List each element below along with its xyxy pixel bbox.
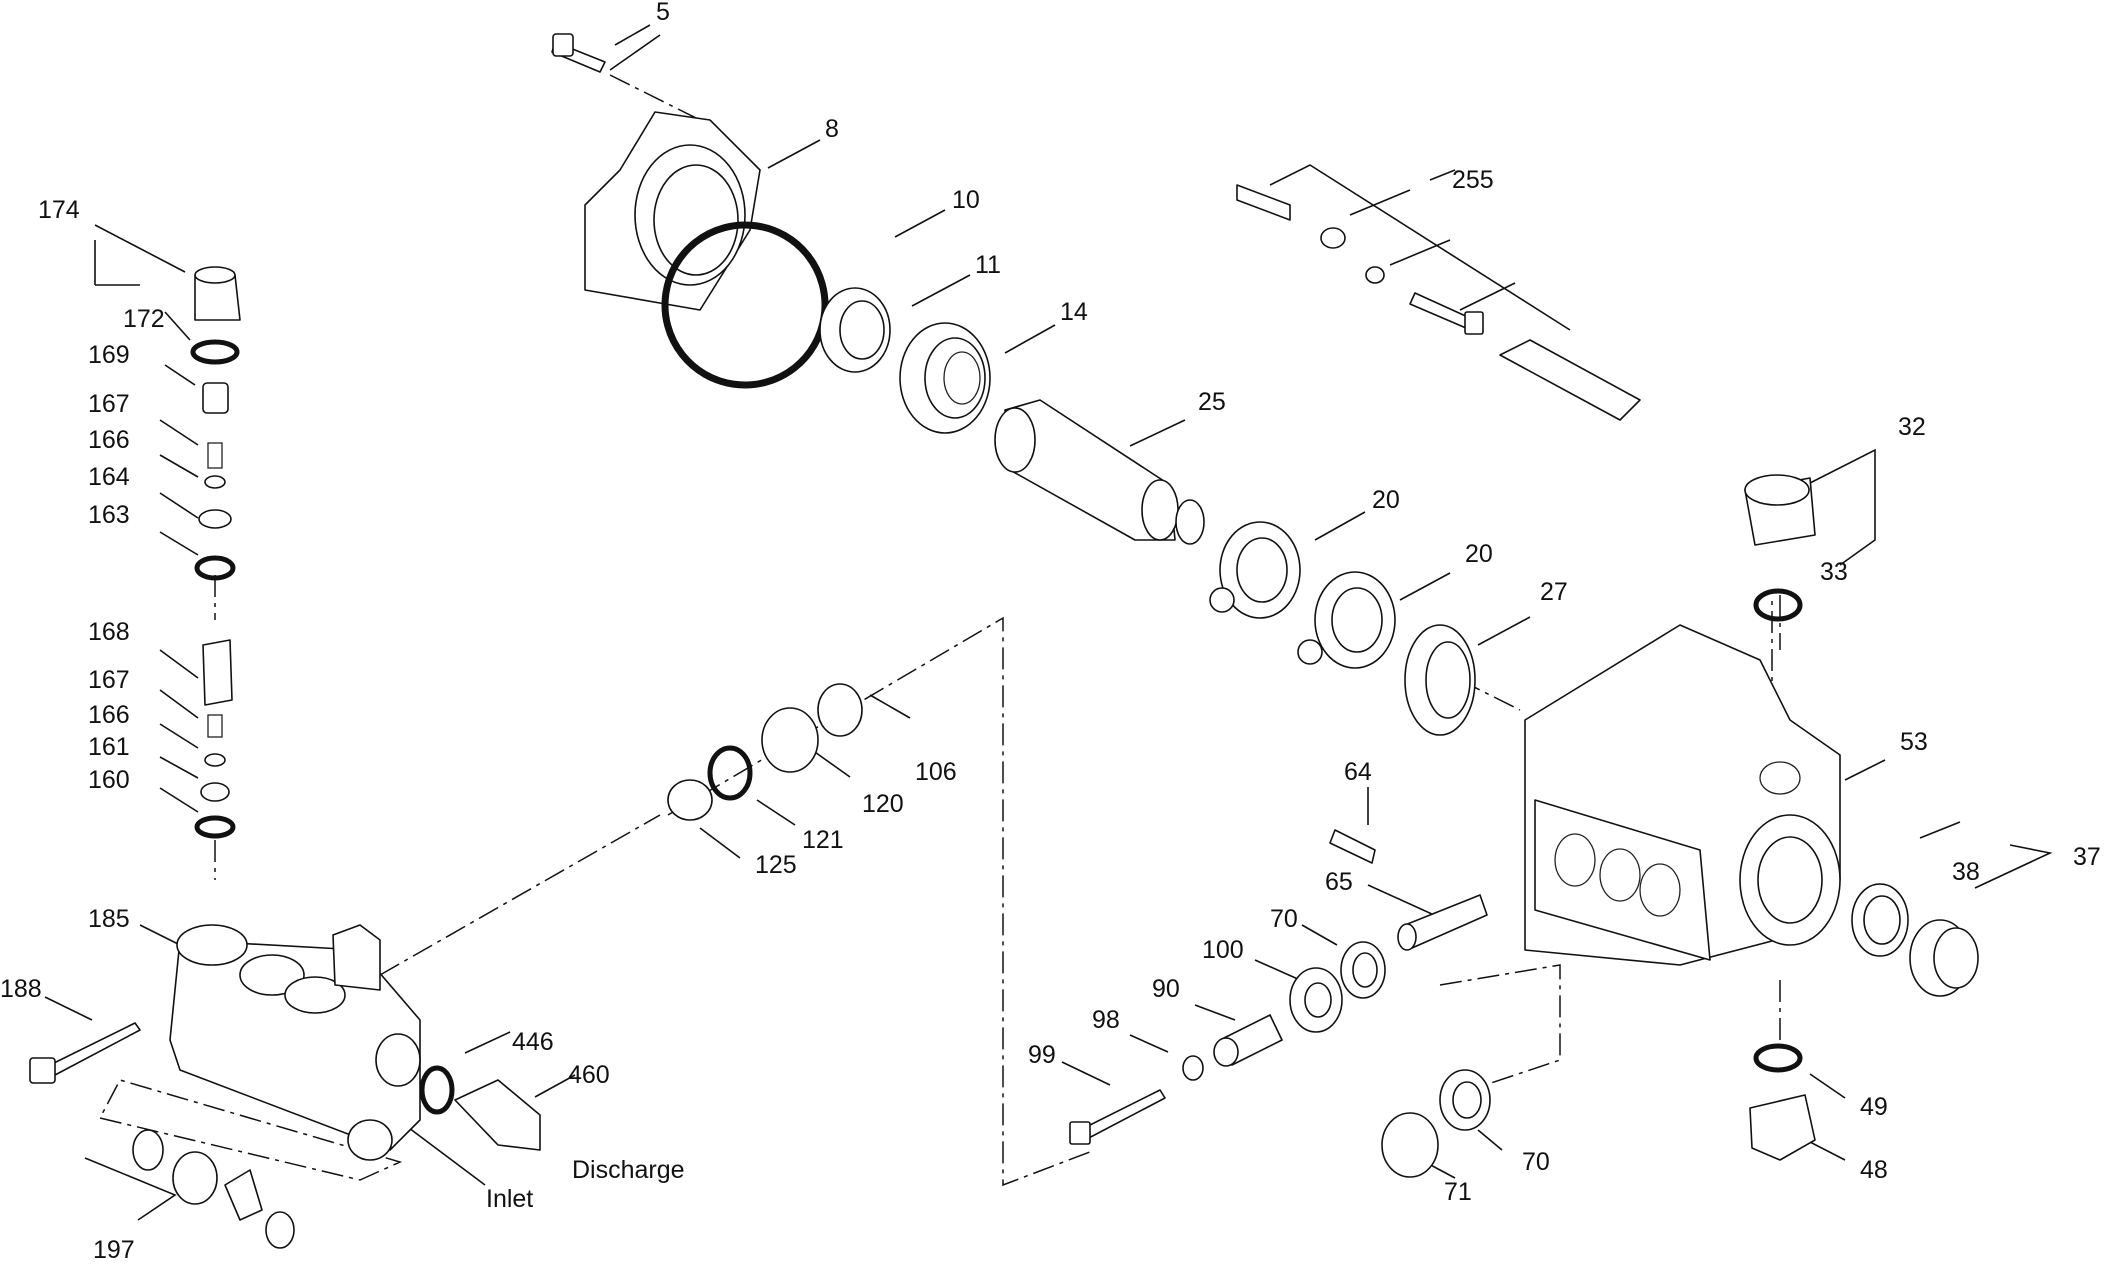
callout-27: 27 <box>1540 578 1568 606</box>
callout-64: 64 <box>1344 758 1372 786</box>
valve-stack <box>190 266 241 839</box>
discharge-label: Discharge <box>572 1156 685 1184</box>
leader-lines <box>44 24 2053 1221</box>
callout-20a: 20 <box>1372 486 1400 514</box>
seal-70b <box>1439 1069 1491 1131</box>
callout-37: 37 <box>2073 843 2101 871</box>
callout-166a: 166 <box>88 426 130 454</box>
callout-125: 125 <box>755 851 797 879</box>
plug-37 <box>1909 919 1979 997</box>
oring-446 <box>419 1065 455 1115</box>
callout-185: 185 <box>88 905 130 933</box>
callout-49: 49 <box>1860 1093 1888 1121</box>
callout-255: 255 <box>1452 166 1494 194</box>
callout-98: 98 <box>1092 1006 1120 1034</box>
callout-71: 71 <box>1444 1178 1472 1206</box>
drain-plug-48 <box>1749 1094 1816 1161</box>
seal-flange-8 <box>584 111 761 311</box>
manifold-185 <box>169 924 421 1161</box>
oring-10 <box>661 221 829 389</box>
seal-38 <box>1851 883 1909 957</box>
callout-172: 172 <box>123 305 165 333</box>
callout-38: 38 <box>1952 858 1980 886</box>
callout-65: 65 <box>1325 868 1353 896</box>
plunger-guide-65 <box>1397 894 1488 951</box>
bolt-5 <box>551 33 606 73</box>
fitting-460 <box>454 1079 541 1151</box>
callout-166b: 166 <box>88 701 130 729</box>
bolt-188 <box>29 1022 141 1084</box>
callout-8: 8 <box>825 115 839 143</box>
connecting-rod-20a <box>1209 521 1301 619</box>
callout-33: 33 <box>1820 558 1848 586</box>
valve-seals <box>667 683 863 821</box>
inlet-label: Inlet <box>486 1185 533 1213</box>
plunger-90 <box>1213 1014 1283 1067</box>
dipstick-32 <box>1744 474 1816 546</box>
callout-99: 99 <box>1028 1041 1056 1069</box>
callout-169: 169 <box>88 341 130 369</box>
cap-71 <box>1381 1112 1439 1178</box>
crankcase-53 <box>1524 624 1841 966</box>
callout-32: 32 <box>1898 413 1926 441</box>
kit-255-parts <box>1236 184 1641 421</box>
bearing-27 <box>1404 624 1476 736</box>
oring-49 <box>1753 1043 1803 1073</box>
washer-100 <box>1289 967 1343 1033</box>
callout-446: 446 <box>512 1028 554 1056</box>
callout-106: 106 <box>915 758 957 786</box>
bearing-14 <box>899 322 991 434</box>
callout-70a: 70 <box>1270 905 1298 933</box>
washer-98 <box>1182 1055 1204 1081</box>
callout-197: 197 <box>93 1236 135 1264</box>
callout-161: 161 <box>88 733 130 761</box>
callout-167b: 167 <box>88 666 130 694</box>
seal-11 <box>819 287 891 373</box>
seal-70a <box>1340 941 1386 999</box>
callout-174: 174 <box>38 196 80 224</box>
callout-48: 48 <box>1860 1156 1888 1184</box>
callout-70b: 70 <box>1522 1148 1550 1176</box>
oring-33 <box>1753 588 1803 622</box>
callout-164: 164 <box>88 463 130 491</box>
callout-10: 10 <box>952 186 980 214</box>
callout-121: 121 <box>802 826 844 854</box>
callout-460: 460 <box>568 1061 610 1089</box>
kit-197 <box>132 1129 295 1249</box>
crankshaft-25 <box>994 399 1205 545</box>
callout-120: 120 <box>862 790 904 818</box>
callout-53: 53 <box>1900 728 1928 756</box>
callout-168: 168 <box>88 618 130 646</box>
callout-163: 163 <box>88 501 130 529</box>
callout-160: 160 <box>88 766 130 794</box>
callout-100: 100 <box>1202 936 1244 964</box>
callout-14: 14 <box>1060 298 1088 326</box>
callout-188: 188 <box>0 975 42 1003</box>
callout-5: 5 <box>656 0 670 26</box>
callout-167a: 167 <box>88 390 130 418</box>
pin-64 <box>1329 829 1376 864</box>
bolt-99 <box>1069 1089 1166 1145</box>
callout-11: 11 <box>975 251 1001 279</box>
callout-20b: 20 <box>1465 540 1493 568</box>
callout-90: 90 <box>1152 975 1180 1003</box>
connecting-rod-20b <box>1297 571 1396 669</box>
callout-25: 25 <box>1198 388 1226 416</box>
